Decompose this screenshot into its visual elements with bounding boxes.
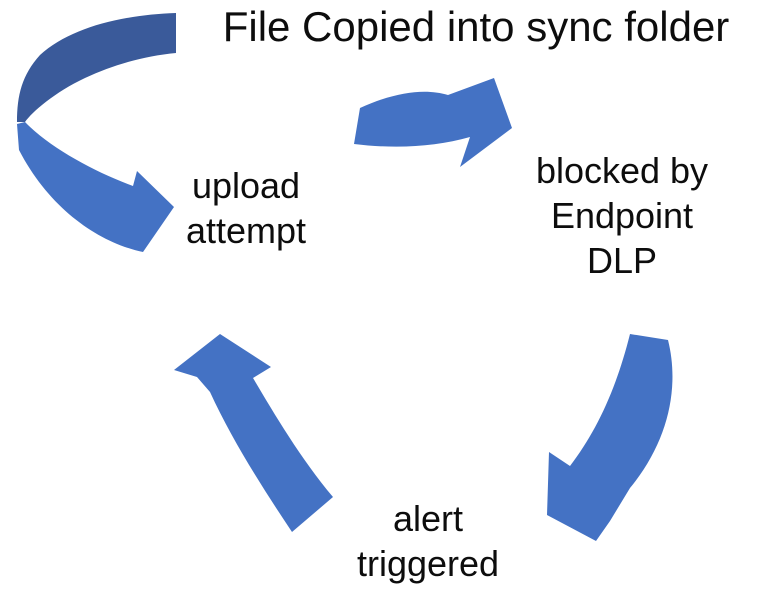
curved-arrow-up-icon <box>174 334 333 532</box>
curved-arrow-top-icon <box>354 78 512 167</box>
curved-arrow-right-icon <box>547 334 673 541</box>
curved-arrow-loop-icon <box>17 122 174 252</box>
node-alert-triggered: alert triggered <box>356 498 500 584</box>
node-upload-attempt: upload attempt <box>185 165 307 251</box>
node-blocked-by-endpoint-dlp: blocked by Endpoint DLP <box>535 150 709 281</box>
diagram-title: File Copied into sync folder <box>222 3 730 50</box>
curved-arrow-loop-dark-band-icon <box>17 13 176 122</box>
